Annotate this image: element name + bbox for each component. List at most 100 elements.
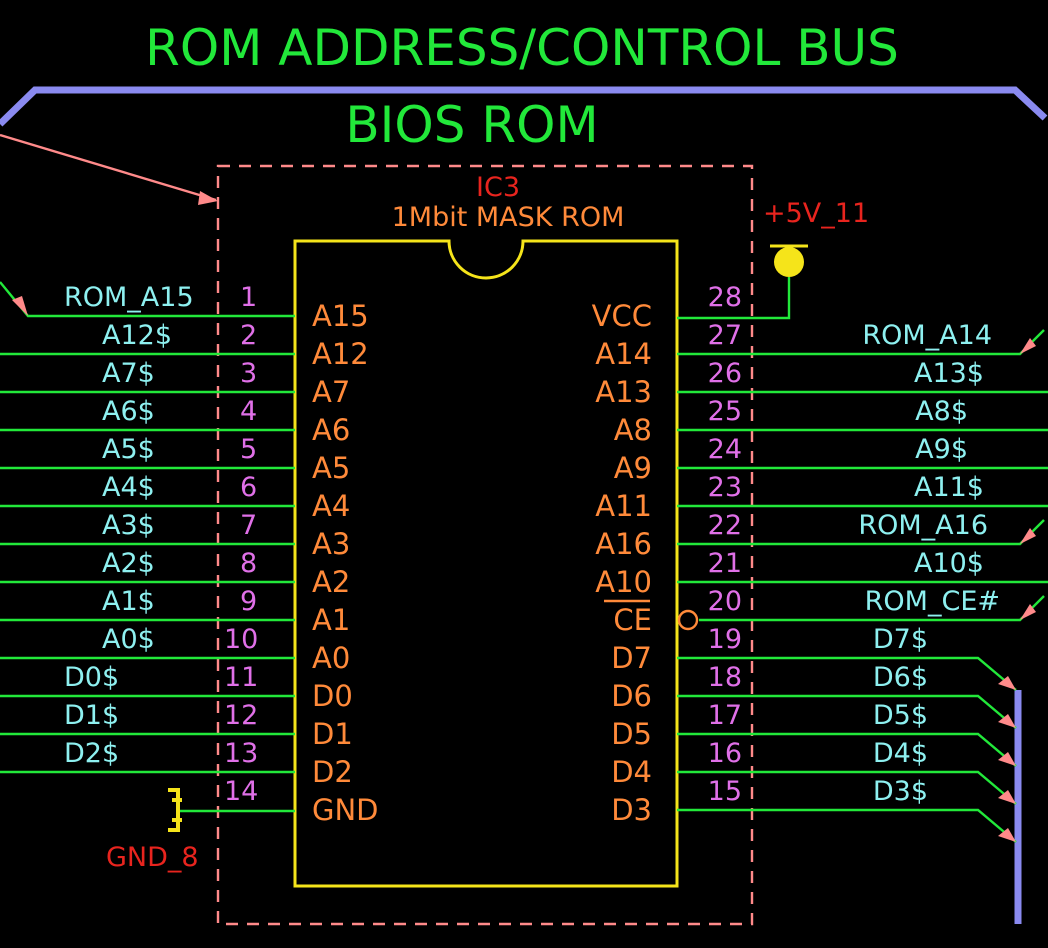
pin-number: 6: [240, 472, 257, 503]
pin-number: 19: [708, 624, 742, 655]
pin-number: 21: [708, 548, 742, 579]
arrow-head: [998, 790, 1016, 804]
pin-wire: [677, 732, 1017, 767]
arrow-head: [998, 828, 1016, 842]
pin-number: 18: [708, 662, 742, 693]
arrow-head: [198, 191, 218, 205]
right-pins: 28 VCC ROM_A14 27 A14 A13$ 26 A13 A8$ 25…: [592, 282, 1048, 843]
pin-name: A8: [614, 413, 652, 447]
pin-name: A9: [614, 451, 652, 485]
left-pin: A4$ 6 A4: [0, 472, 350, 523]
ref-designator: IC3: [476, 172, 520, 203]
pin-name: D5: [611, 717, 652, 751]
pin-number: 17: [708, 700, 742, 731]
net-label: A0$: [102, 624, 155, 655]
pin-number: 25: [708, 396, 742, 427]
net-label: D6$: [873, 662, 928, 693]
left-pin: A0$ 10 A0: [0, 624, 350, 675]
pin-name: D4: [611, 755, 652, 789]
pin-number: 7: [240, 510, 257, 541]
left-pin: ROM_A15 1 A15: [0, 281, 369, 333]
net-label: ROM_A16: [858, 510, 988, 541]
arrow-head: [12, 296, 28, 316]
left-pin: A3$ 7 A3: [0, 510, 350, 561]
pin-number: 12: [224, 700, 258, 731]
pin-number: 4: [240, 396, 257, 427]
pin-name: D3: [611, 793, 652, 827]
left-pins: ROM_A15 1 A15 A12$ 2 A12 A7$ 3 A7 A6$ 4 …: [0, 281, 379, 827]
pin-name: A10: [595, 565, 652, 599]
right-pin: D4$ 16 D4: [611, 738, 1017, 805]
right-pin: A9$ 24 A9: [614, 434, 1048, 485]
pin-name: A12: [312, 337, 369, 371]
pin-number: 10: [224, 624, 258, 655]
pin-name: A5: [312, 451, 350, 485]
pin-name: A6: [312, 413, 350, 447]
right-pin: D5$ 17 D5: [611, 700, 1017, 767]
pin-name: A0: [312, 641, 350, 675]
pin-number: 11: [224, 662, 258, 693]
arrow-head: [1020, 338, 1036, 354]
pin-number: 24: [708, 434, 742, 465]
pin-name: A14: [595, 337, 652, 371]
left-pin: 14 GND: [224, 776, 379, 827]
arrow-head: [998, 676, 1016, 690]
pin-name: A1: [312, 603, 350, 637]
pin-wire: [677, 770, 1017, 805]
net-label: A9$: [915, 434, 968, 465]
net-label: D7$: [873, 624, 928, 655]
pin-number: 23: [708, 472, 742, 503]
left-pin: D1$ 12 D1: [0, 700, 353, 751]
pin-name: D6: [611, 679, 652, 713]
pin-name: VCC: [592, 299, 652, 333]
ground-symbol: [168, 788, 182, 832]
pin-number: 28: [708, 282, 742, 313]
arrow-head: [1020, 604, 1036, 620]
net-label: ROM_A15: [64, 282, 194, 313]
arrow-head: [998, 752, 1016, 766]
left-pin: A12$ 2 A12: [0, 320, 369, 371]
pin-name: A15: [312, 299, 369, 333]
net-label: ROM_CE#: [865, 586, 1000, 617]
pin-name: D7: [611, 641, 652, 675]
bus-arrows: [12, 296, 1036, 842]
pin-number: 16: [708, 738, 742, 769]
arrow-head: [1020, 528, 1036, 544]
pin-number: 14: [224, 776, 258, 807]
left-pin: A7$ 3 A7: [0, 358, 350, 409]
pin-name: A7: [312, 375, 350, 409]
net-label: A6$: [102, 396, 155, 427]
pin-number: 8: [240, 548, 257, 579]
bus-outline: [0, 86, 1048, 924]
bus-entry-arrow: [0, 133, 217, 202]
component-frame: [216, 164, 754, 926]
net-label: A5$: [102, 434, 155, 465]
left-pin: A1$ 9 A1: [0, 586, 350, 637]
left-pin: A5$ 5 A5: [0, 434, 350, 485]
pin-name: D1: [312, 717, 353, 751]
net-label: A2$: [102, 548, 155, 579]
left-pin: D2$ 13 D2: [0, 738, 353, 789]
net-label: A8$: [915, 396, 968, 427]
right-pin: ROM_A16 22 A16: [595, 510, 1045, 561]
pin-number: 2: [240, 320, 257, 351]
net-label: A13$: [914, 358, 984, 389]
right-pin: A11$ 23 A11: [595, 472, 1048, 523]
net-label: A4$: [102, 472, 155, 503]
net-label: A10$: [914, 548, 984, 579]
left-pin: D0$ 11 D0: [0, 662, 353, 713]
right-pin: A8$ 25 A8: [614, 396, 1048, 447]
right-pin: D7$ 19 D7: [611, 624, 1017, 691]
net-label: D5$: [873, 700, 928, 731]
pin-wire: [677, 694, 1017, 729]
right-pin: 28 VCC: [592, 282, 742, 333]
pin-number: 3: [240, 358, 257, 389]
pin-name: GND: [312, 793, 379, 827]
pin-name: A16: [595, 527, 652, 561]
pin-name: A11: [595, 489, 652, 523]
power-label: +5V_11: [763, 198, 869, 229]
pin-number: 13: [224, 738, 258, 769]
pin-name: D2: [312, 755, 353, 789]
net-label: D4$: [873, 738, 928, 769]
pin-number: 5: [240, 434, 257, 465]
